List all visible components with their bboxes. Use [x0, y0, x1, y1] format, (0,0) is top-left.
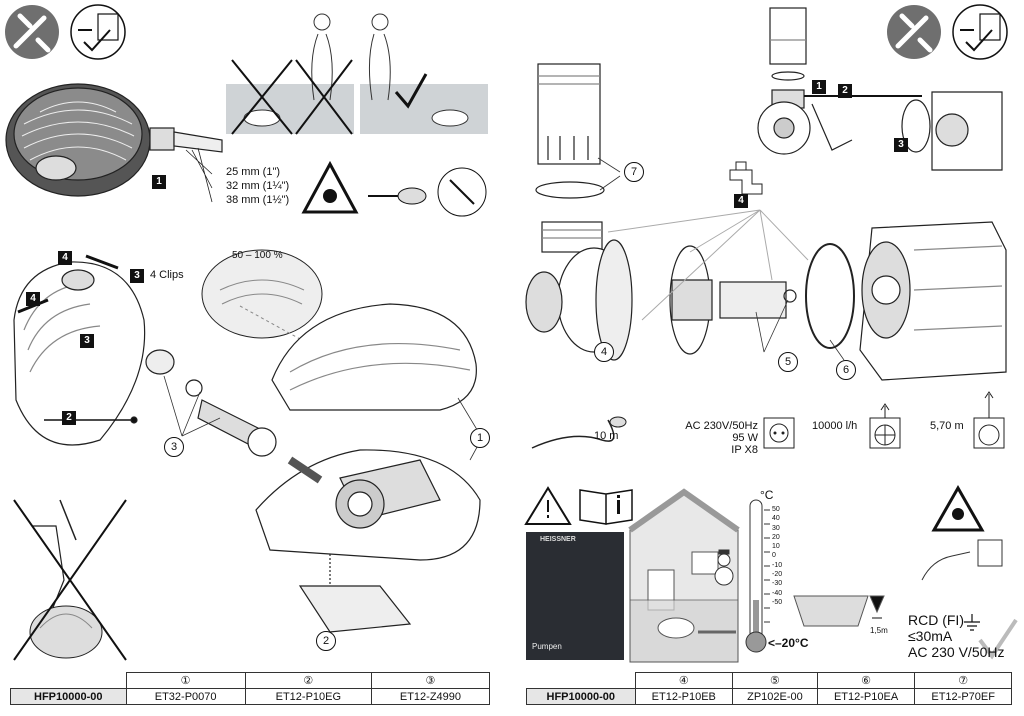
part-number: ⑤	[732, 672, 818, 689]
step-badge: 1	[812, 80, 826, 94]
booklet-title: Pumpen	[532, 642, 562, 651]
callout-4: 4	[594, 342, 614, 362]
model-cell: HFP10000-00	[10, 688, 127, 705]
head-height-icon	[973, 391, 1005, 449]
right-illustrations	[524, 4, 1018, 663]
no-entry-panel	[226, 10, 354, 135]
pump-housing	[525, 221, 633, 361]
step-badge: 4	[26, 292, 40, 306]
head-height: 5,70 m	[930, 420, 964, 432]
right-page: 1 2 3 4 4 5 6 7 10 m AC 230V/50Hz 95 W I…	[512, 0, 1024, 716]
model-cell: HFP10000-00	[526, 688, 636, 705]
ok-unplug-panel	[360, 10, 488, 134]
step-badge: 3	[894, 138, 908, 152]
step-badge: 2	[838, 84, 852, 98]
min-temp: <–20°C	[768, 636, 809, 650]
step-badge: 2	[62, 411, 76, 425]
electrical-specs: AC 230V/50Hz 95 W IP X8	[668, 420, 758, 456]
part-code: ET12-P10EB	[634, 688, 734, 705]
plug-icon	[368, 167, 487, 217]
step-badge: 3	[130, 269, 144, 283]
exploded-lid	[255, 303, 481, 633]
callout-2: 2	[316, 631, 336, 651]
part-code: ZP102E-00	[732, 688, 818, 705]
hose-size-25: 25 mm (1")	[226, 166, 281, 178]
left-illustrations	[5, 4, 488, 661]
part-number: ⑥	[816, 672, 916, 689]
part-code: ET12-P10EG	[244, 688, 372, 705]
rinse-lines	[607, 209, 809, 321]
socket-icon	[763, 417, 795, 449]
part-code: ET12-P70EF	[914, 688, 1012, 705]
thermometer	[745, 499, 770, 653]
step-badge: 1	[152, 175, 166, 189]
no-cable-lift-panel	[13, 499, 127, 661]
parts-table: ① ② ③ HFP10000-00 ET32-P0070 ET12-P10EG …	[10, 672, 491, 705]
warning-triangle-icon	[301, 160, 359, 214]
clips-label: 4 Clips	[150, 269, 184, 281]
o-ring	[805, 243, 855, 349]
pump-illustration	[5, 83, 223, 203]
warning-triangle-icon	[931, 484, 985, 532]
hose-parts	[145, 349, 323, 484]
leader-lines	[597, 157, 845, 361]
step-badge: 4	[58, 251, 72, 265]
tools-icon	[5, 5, 59, 59]
rcd-type: RCD (FI)	[908, 612, 964, 628]
percent-label: 50 – 100 %	[232, 250, 283, 261]
power-cable-icon	[531, 416, 627, 449]
part-code: ET12-P10EA	[816, 688, 916, 705]
callout-3: 3	[164, 437, 184, 457]
part-number: ④	[634, 672, 734, 689]
unplug-check-icon	[952, 4, 1008, 60]
motor-block	[859, 221, 1007, 381]
parts-table: ④ ⑤ ⑥ ⑦ HFP10000-00 ET12-P10EB ZP102E-00…	[526, 672, 1012, 705]
cable-length: 10 m	[594, 430, 619, 442]
depth-label: 1,5m	[870, 626, 888, 635]
unplug-check-icon	[70, 4, 126, 60]
part-number: ①	[125, 672, 246, 689]
flow-rate-icon	[869, 403, 901, 449]
water-tap-icon	[729, 161, 763, 195]
part-number: ⑦	[914, 672, 1012, 689]
part-number: ②	[244, 672, 372, 689]
part-code: ET12-Z4990	[370, 688, 491, 705]
manual-booklet: HEISSNER Pumpen	[526, 532, 624, 660]
voltage-text: AC 230V/50Hz	[685, 420, 758, 432]
temp-scale: 50 40 30 20 10 0 -10 -20 -30 -40 -50	[772, 506, 783, 606]
callout-1: 1	[470, 428, 490, 448]
part-number: ③	[370, 672, 491, 689]
warning-triangle-icon	[524, 486, 572, 525]
callout-5: 5	[778, 352, 798, 372]
pump-open-illustration	[13, 254, 146, 446]
house-winter-scene	[628, 488, 740, 663]
ground-symbol-icon	[964, 614, 980, 631]
left-page: 25 mm (1") 32 mm (1¼") 38 mm (1½") 4 Cli…	[5, 4, 491, 705]
magnifier-callout	[201, 249, 323, 351]
hose-size-32: 32 mm (1¼")	[226, 180, 290, 192]
rcd-voltage: AC 230 V/50Hz	[908, 644, 1005, 660]
rcd-current: ≤30mA	[908, 628, 953, 644]
snowman-icon	[714, 549, 734, 586]
small-assembly	[757, 7, 1003, 171]
step-badge: 4	[734, 194, 748, 208]
pond-scene	[793, 595, 885, 627]
manual-info-icon	[579, 489, 633, 525]
rotor-assembly	[669, 245, 797, 355]
part-code: ET32-P0070	[125, 688, 246, 705]
rcd-specs: RCD (FI) ≤30mA AC 230 V/50Hz	[908, 612, 1005, 660]
hose-size-38: 38 mm (1½")	[226, 194, 290, 206]
power-text: 95 W	[732, 432, 758, 444]
flow-rate: 10000 l/h	[812, 420, 858, 432]
callout-7: 7	[624, 162, 644, 182]
step-badge: 3	[80, 334, 94, 348]
booklet-brand: HEISSNER	[540, 536, 576, 543]
tools-icon	[887, 5, 941, 59]
filter-basket	[535, 63, 605, 199]
ip-rating-text: IP X8	[731, 444, 758, 456]
plug-socket-hand	[921, 539, 1003, 581]
check-mark-icon	[978, 618, 1018, 660]
callout-6: 6	[836, 360, 856, 380]
temp-unit: °C	[760, 488, 774, 502]
